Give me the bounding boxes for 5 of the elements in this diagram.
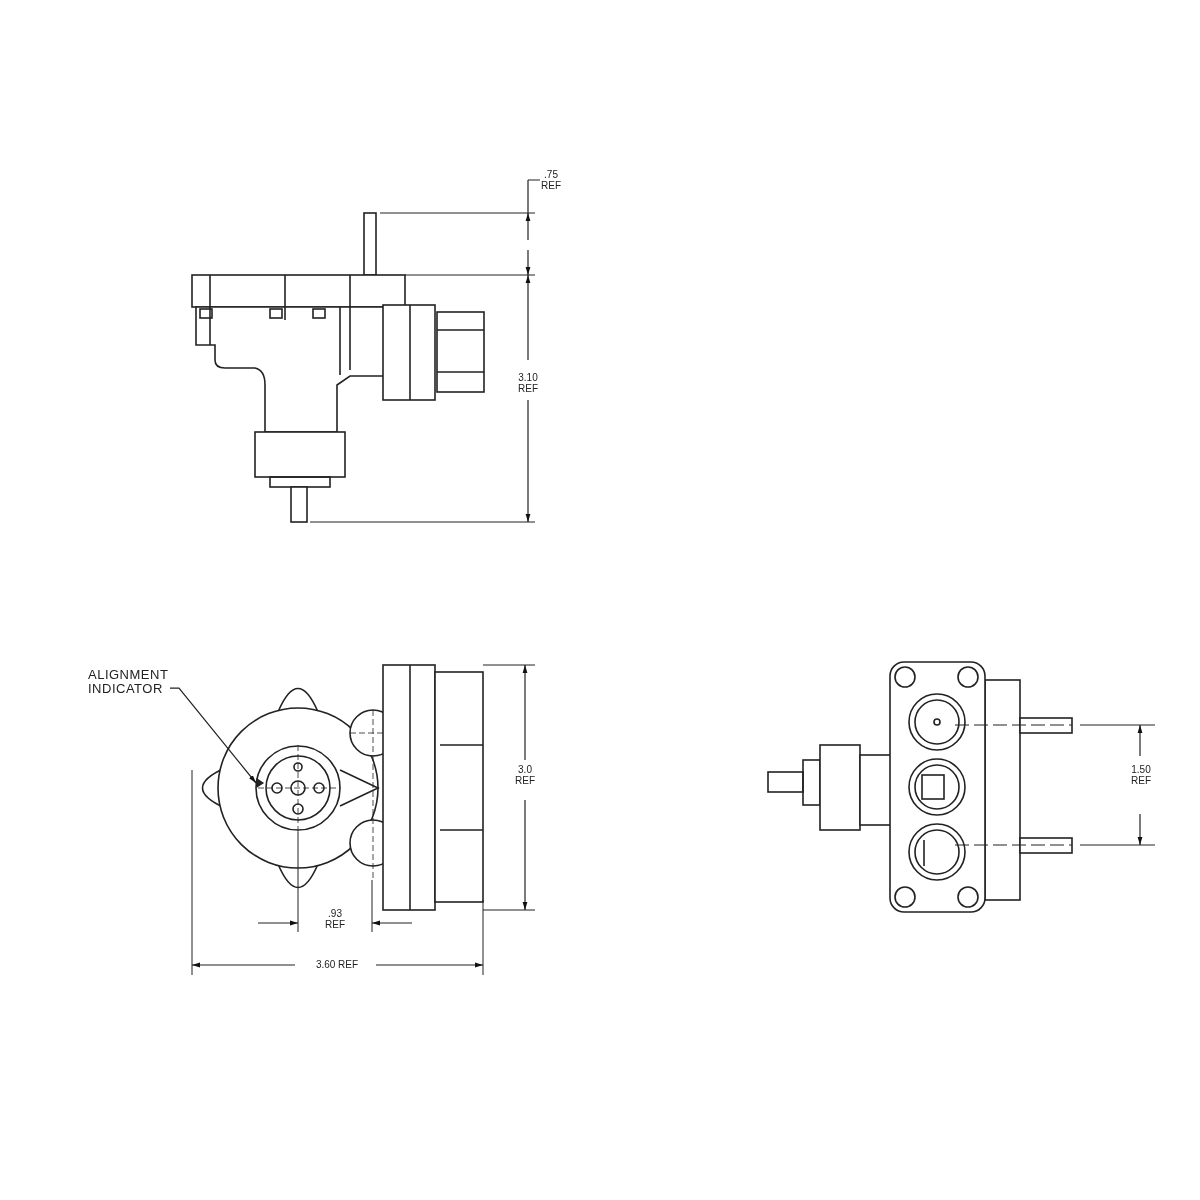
dimension-text: .75 REF	[540, 169, 562, 191]
leader-line	[169, 687, 257, 784]
dimension-text: .93 REF	[324, 908, 346, 930]
alignment-mark	[256, 777, 265, 789]
callout-text: ALIGNMENT INDICATOR	[88, 668, 170, 696]
